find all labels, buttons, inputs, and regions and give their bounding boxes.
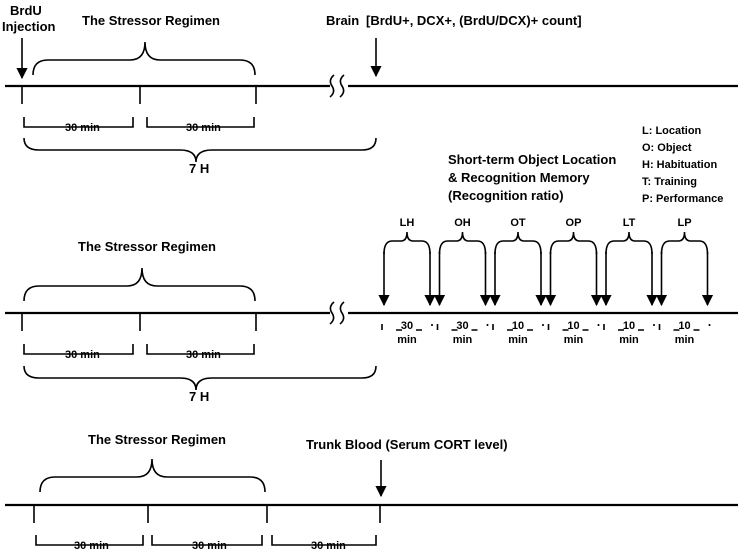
segment-duration-label: 30 min [186, 122, 221, 134]
segment-bracket [35, 535, 144, 546]
memory-test-title-line3: (Recognition ratio) [448, 188, 564, 203]
trunk-blood-label: Trunk Blood (Serum CORT level) [306, 437, 508, 452]
total-duration-label-1: 7 H [189, 161, 209, 176]
phase-duration-bracket [381, 324, 433, 331]
phase-code-label: OH [454, 217, 471, 229]
brdu-label-line2: Injection [2, 19, 56, 34]
phase-duration-bracket [492, 324, 544, 331]
axis-break-1a [329, 74, 335, 98]
phase-duration-bracket [547, 324, 600, 331]
segment-bracket [23, 344, 134, 355]
segment-bracket [146, 344, 255, 355]
phase-brace [660, 231, 709, 255]
phase-duration-value: 10 [512, 320, 524, 332]
axis-break-2a [329, 301, 335, 325]
panel-serum-cort: The Stressor Regimen 30 min 30 min 30 mi… [5, 432, 738, 552]
legend-item: P: Performance [642, 193, 723, 205]
phase-duration-value: 30 [456, 320, 468, 332]
phase-duration-value: 10 [623, 320, 635, 332]
phase-duration-bracket [603, 324, 655, 331]
segment-duration-label: 30 min [74, 540, 109, 552]
phase-duration-value: 10 [678, 320, 690, 332]
stressor-regimen-brace-3 [39, 458, 266, 493]
phase-duration-bracket [436, 324, 489, 331]
stressor-regimen-title-3: The Stressor Regimen [88, 432, 226, 447]
phase-code-label: LH [400, 217, 415, 229]
segment-bracket [23, 117, 134, 128]
segment-duration-label: 30 min [192, 540, 227, 552]
legend-item: T: Training [642, 176, 697, 188]
segment-duration-label: 30 min [186, 349, 221, 361]
phase-code-label: LT [623, 217, 636, 229]
phase-duration-bracket [658, 324, 711, 331]
stressor-regimen-title-2: The Stressor Regimen [78, 239, 216, 254]
memory-test-title-line1: Short-term Object Location [448, 152, 616, 167]
phase-code-label: LP [677, 217, 691, 229]
stressor-regimen-title-1: The Stressor Regimen [82, 13, 220, 28]
segment-duration-label: 30 min [65, 349, 100, 361]
segment-duration-label: 30 min [311, 540, 346, 552]
phase-brace [605, 231, 653, 255]
phase-brace [383, 231, 431, 255]
brain-label: Brain [326, 13, 359, 28]
phase-duration-unit: min [675, 334, 695, 346]
panel-brain-histology: BrdU Injection The Stressor Regimen 30 m… [2, 3, 738, 176]
segment-duration-label: 30 min [65, 122, 100, 134]
stressor-regimen-brace-2 [23, 267, 256, 302]
brdu-label-line1: BrdU [10, 3, 42, 18]
total-duration-brace-2 [23, 365, 377, 391]
phase-brace [438, 231, 487, 255]
total-duration-brace-1 [23, 137, 377, 163]
memory-test-title-line2: & Recognition Memory [448, 170, 590, 185]
total-duration-label-2: 7 H [189, 389, 209, 404]
segment-bracket [146, 117, 255, 128]
panel-memory-tests: The Stressor Regimen 30 min 30 min 7 H S… [5, 125, 738, 404]
stressor-regimen-brace-1 [32, 41, 256, 76]
segment-bracket [151, 535, 263, 546]
phase-duration-unit: min [397, 334, 417, 346]
phase-duration-unit: min [619, 334, 639, 346]
segment-bracket [271, 535, 377, 546]
phase-duration-value: 10 [567, 320, 579, 332]
phase-duration-unit: min [453, 334, 473, 346]
phase-duration-unit: min [508, 334, 528, 346]
axis-break-1b [339, 74, 345, 98]
phase-brace [494, 231, 542, 255]
legend-item: H: Habituation [642, 159, 717, 171]
phase-code-label: OT [510, 217, 526, 229]
phase-code-label: OP [566, 217, 582, 229]
axis-break-2b [339, 301, 345, 325]
brain-measures-label: [BrdU+, DCX+, (BrdU/DCX)+ count] [366, 13, 582, 28]
phase-duration-unit: min [564, 334, 584, 346]
legend-item: L: Location [642, 125, 702, 137]
phase-duration-value: 30 [401, 320, 413, 332]
memory-test-phases: LH 30 min OH 30 min OT 10 min OP 10 min LT 10 min LP 10 m… [378, 217, 714, 346]
phase-brace [549, 231, 598, 255]
legend-item: O: Object [642, 142, 692, 154]
